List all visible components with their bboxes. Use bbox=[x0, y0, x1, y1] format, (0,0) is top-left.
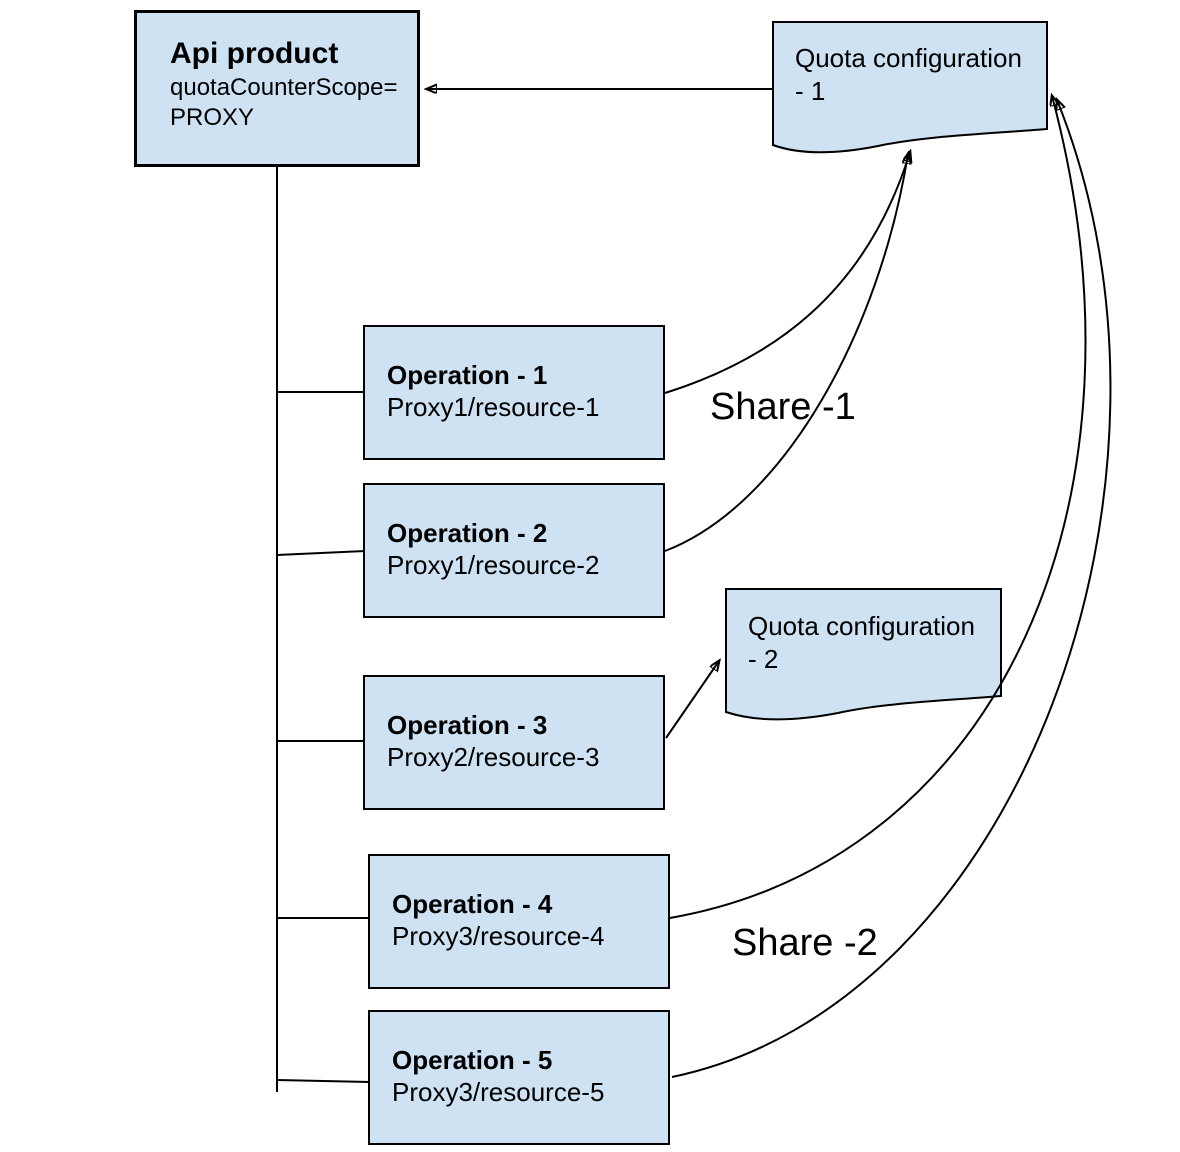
branch-operation-5 bbox=[276, 1079, 371, 1083]
api-product-scope-line1: quotaCounterScope= bbox=[170, 74, 398, 101]
operation-3-node: Operation - 3 Proxy2/resource-3 bbox=[363, 675, 665, 810]
api-product-scope-line2: PROXY bbox=[170, 104, 255, 131]
api-product-node: Api product quotaCounterScope= PROXY bbox=[134, 10, 420, 167]
branch-operation-2 bbox=[276, 550, 366, 556]
operation-1-title: Operation - 1 bbox=[387, 360, 548, 390]
arrow-operation-5-to-quota1 bbox=[671, 100, 1112, 1078]
operation-2-node: Operation - 2 Proxy1/resource-2 bbox=[363, 483, 665, 618]
operation-3-title: Operation - 3 bbox=[387, 710, 548, 740]
operation-5-node: Operation - 5 Proxy3/resource-5 bbox=[368, 1010, 670, 1145]
share-1-label: Share -1 bbox=[710, 386, 856, 428]
quota-config-2-label: Quota configuration - 2 bbox=[748, 611, 975, 674]
operation-1-path: Proxy1/resource-1 bbox=[387, 392, 600, 422]
arrow-operation-4-to-quota1 bbox=[669, 96, 1087, 919]
quota-config-2-shape bbox=[725, 588, 1002, 721]
arrow-operation-1-to-quota1 bbox=[664, 152, 910, 394]
arrow-operation-2-to-quota1 bbox=[664, 154, 908, 552]
quota-config-1-label: Quota configuration - 1 bbox=[795, 43, 1022, 106]
operation-5-path: Proxy3/resource-5 bbox=[392, 1077, 605, 1107]
operation-4-node: Operation - 4 Proxy3/resource-4 bbox=[368, 854, 670, 989]
operation-5-title: Operation - 5 bbox=[392, 1045, 553, 1075]
operation-1-node: Operation - 1 Proxy1/resource-1 bbox=[363, 325, 665, 460]
share-2-label: Share -2 bbox=[732, 922, 878, 964]
quota-config-1-shape bbox=[772, 21, 1048, 154]
arrow-operation-3-to-quota2 bbox=[665, 661, 719, 739]
operation-2-path: Proxy1/resource-2 bbox=[387, 550, 600, 580]
operation-4-title: Operation - 4 bbox=[392, 889, 553, 919]
operation-3-path: Proxy2/resource-3 bbox=[387, 742, 600, 772]
operation-2-title: Operation - 2 bbox=[387, 518, 548, 548]
api-product-title: Api product bbox=[170, 37, 339, 70]
operation-4-path: Proxy3/resource-4 bbox=[392, 921, 605, 951]
